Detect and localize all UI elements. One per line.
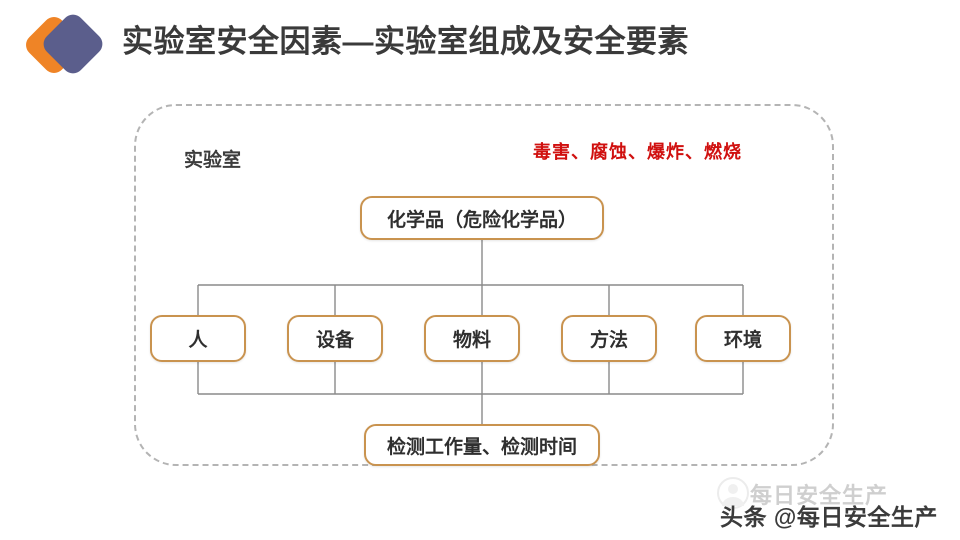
node-person[interactable]: 人 [150, 315, 246, 362]
overlapping-diamonds-logo-icon [22, 10, 106, 82]
page-title: 实验室安全因素—实验室组成及安全要素 [122, 24, 689, 59]
page-header: 实验室安全因素—实验室组成及安全要素 [0, 0, 960, 90]
node-environment[interactable]: 环境 [695, 315, 791, 362]
at-icon: @ [773, 504, 797, 530]
watermark-account: 每日安全生产 [796, 504, 938, 530]
footer-watermark: 每日安全生产 头条 @每日安全生产 [706, 477, 954, 534]
node-equipment[interactable]: 设备 [287, 315, 383, 362]
lab-boundary-label: 实验室 [184, 150, 242, 171]
node-workload-time[interactable]: 检测工作量、检测时间 [364, 424, 600, 466]
watermark-platform: 头条 [720, 504, 767, 530]
watermark-main-text: 头条 @每日安全生产 [720, 498, 938, 532]
node-material[interactable]: 物料 [424, 315, 520, 362]
node-chemicals[interactable]: 化学品（危险化学品） [360, 196, 604, 240]
account-avatar-icon [717, 477, 749, 509]
hazard-annotation: 毒害、腐蚀、爆炸、燃烧 [533, 142, 742, 162]
node-method[interactable]: 方法 [561, 315, 657, 362]
watermark-ghost-text: 每日安全生产 [750, 483, 889, 508]
